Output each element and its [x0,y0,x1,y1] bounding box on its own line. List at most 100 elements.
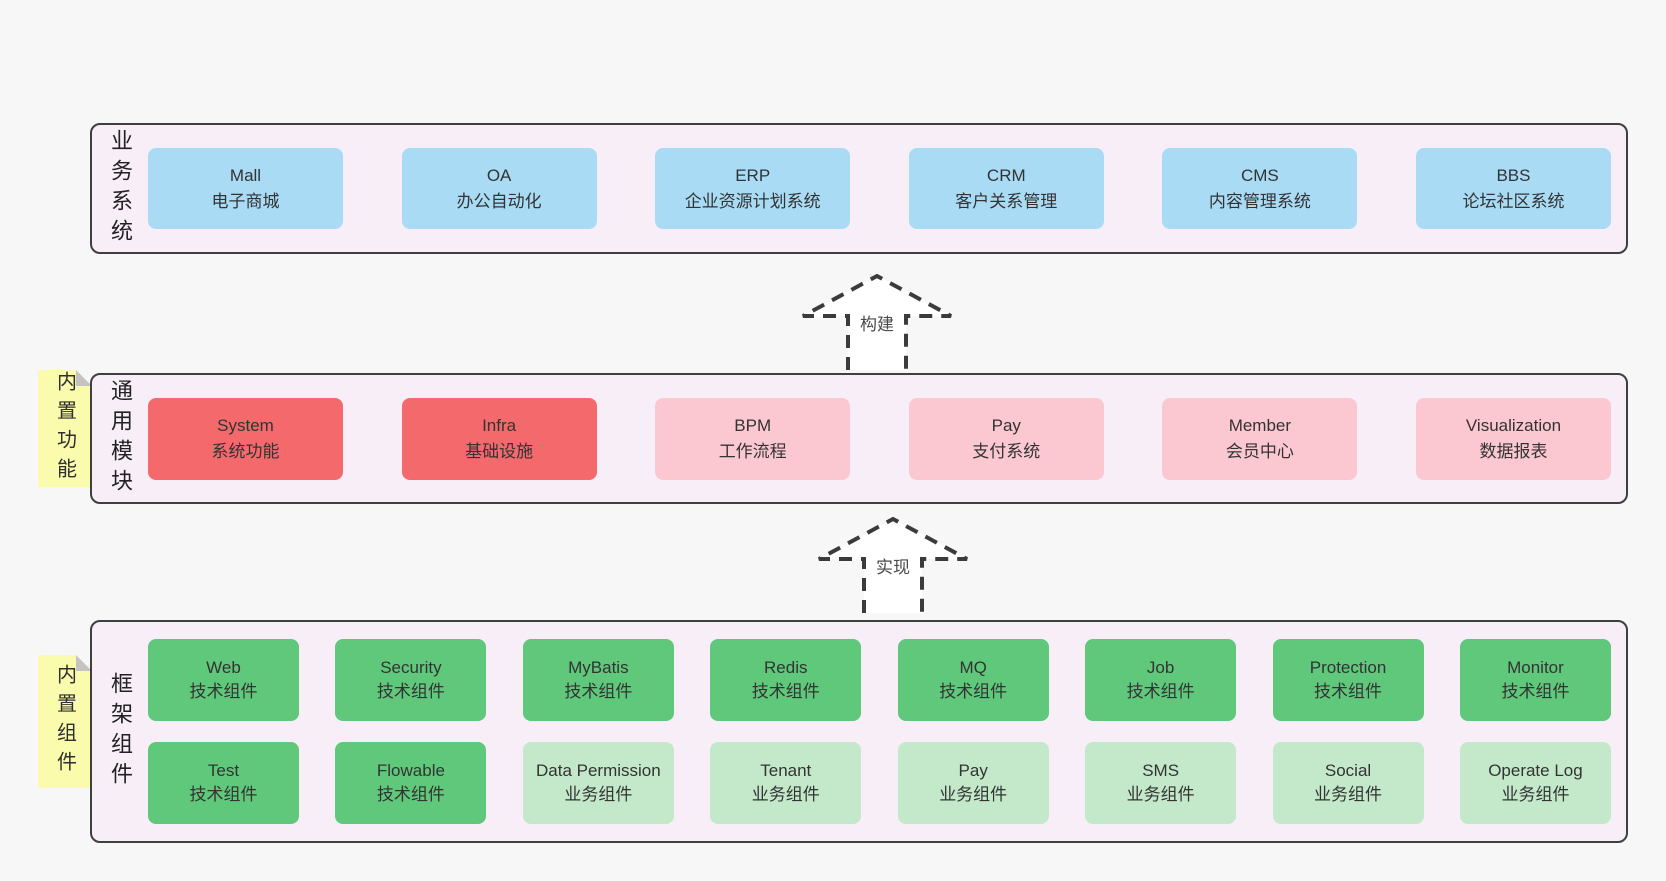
box-title: Web [206,658,241,677]
box-mall: Mall 电子商城 [148,148,343,229]
box-monitor: Monitor 技术组件 [1459,639,1611,721]
box-title: MQ [959,658,987,677]
box-title: Flowable [376,761,445,780]
box-subtitle: 技术组件 [376,682,445,701]
box-title: Security [380,658,442,677]
box-redis: Redis 技术组件 [710,639,862,721]
box-subtitle: 技术组件 [1314,682,1383,701]
business-boxes-row: Mall 电子商城 OA 办公自动化 ERP 企业资源计划系统 CRM 客户关系… [148,125,1626,252]
box-title: BBS [1496,165,1531,185]
box-erp: ERP 企业资源计划系统 [655,148,851,229]
common-modules-layer: 通用模块 System 系统功能 Infra 基础设施 BPM 工作流程 Pay… [90,373,1628,504]
box-bpm: BPM 工作流程 [655,397,851,480]
box-subtitle: 论坛社区系统 [1462,191,1565,211]
box-sms: SMS 业务组件 [1085,742,1237,824]
box-infra: Infra 基础设施 [401,397,597,480]
box-subtitle: 数据报表 [1479,441,1548,461]
box-bbs: BBS 论坛社区系统 [1415,148,1611,229]
box-subtitle: 支付系统 [972,441,1041,461]
box-title: Monitor [1507,658,1564,677]
box-protection: Protection 技术组件 [1272,639,1424,721]
box-test: Test 技术组件 [148,742,299,824]
box-subtitle: 会员中心 [1225,441,1294,461]
box-title: Visualization [1465,415,1562,435]
build-arrow-label: 构建 [857,314,897,336]
box-title: Member [1228,415,1292,435]
box-subtitle: 工作流程 [718,441,787,461]
box-subtitle: 办公自动化 [456,191,542,211]
box-subtitle: 技术组件 [189,785,258,804]
box-oa: OA 办公自动化 [401,148,597,229]
box-subtitle: 技术组件 [939,682,1008,701]
layer-title-text: 业务系统 [108,128,133,249]
box-security: Security 技术组件 [335,639,487,721]
box-subtitle: 业务组件 [1126,785,1195,804]
box-subtitle: 内容管理系统 [1208,191,1311,211]
box-mq: MQ 技术组件 [897,639,1049,721]
layer-title-text: 通用模块 [108,378,133,499]
box-title: Data Permission [535,761,661,780]
box-title: ERP [735,165,771,185]
box-crm: CRM 客户关系管理 [908,148,1104,229]
box-web: Web 技术组件 [148,639,299,721]
box-subtitle: 技术组件 [1501,682,1570,701]
box-social: Social 业务组件 [1272,742,1424,824]
box-cms: CMS 内容管理系统 [1162,148,1358,229]
box-title: CRM [986,165,1026,185]
box-title: SMS [1142,761,1180,780]
sticky-label: 内置组件 [53,663,76,780]
module-boxes-row: System 系统功能 Infra 基础设施 BPM 工作流程 Pay 支付系统… [148,375,1626,502]
box-title: CMS [1240,165,1279,185]
box-visualization: Visualization 数据报表 [1415,397,1611,480]
layer-title-components: 框架组件 [92,622,148,841]
box-mybatis: MyBatis 技术组件 [522,639,674,721]
box-title: OA [486,165,512,185]
box-operate-log: Operate Log 业务组件 [1459,742,1611,824]
box-subtitle: 企业资源计划系统 [684,191,821,211]
box-title: Mall [229,165,262,185]
box-subtitle: 技术组件 [1126,682,1195,701]
business-systems-layer: 业务系统 Mall 电子商城 OA 办公自动化 ERP 企业资源计划系统 CRM… [90,123,1628,254]
box-subtitle: 技术组件 [189,682,258,701]
box-flowable: Flowable 技术组件 [335,742,487,824]
box-system: System 系统功能 [148,397,343,480]
sticky-label: 内置功能 [53,370,76,487]
layer-title-modules: 通用模块 [92,375,148,502]
box-subtitle: 技术组件 [564,682,633,701]
framework-components-layer: 框架组件 Web 技术组件 Security 技术组件 MyBatis 技术组件… [90,620,1628,843]
layer-title-text: 框架组件 [108,671,133,792]
component-rows: Web 技术组件 Security 技术组件 MyBatis 技术组件 Redi… [148,622,1626,841]
layer-title-business: 业务系统 [92,125,148,252]
box-title: Pay [991,415,1021,435]
box-title: Tenant [760,761,812,780]
box-subtitle: 技术组件 [751,682,820,701]
sticky-note-built-in-components: 内置组件 [38,655,92,788]
box-title: Protection [1309,658,1387,677]
box-subtitle: 业务组件 [564,785,633,804]
box-job: Job 技术组件 [1085,639,1237,721]
box-subtitle: 业务组件 [751,785,820,804]
box-title: Operate Log [1488,761,1583,780]
box-title: Pay [958,761,988,780]
box-title: BPM [734,415,772,435]
component-boxes-row-2: Test 技术组件 Flowable 技术组件 Data Permission … [148,742,1611,824]
box-pay-system: Pay 支付系统 [908,397,1104,480]
box-subtitle: 电子商城 [211,191,280,211]
box-title: Redis [764,658,808,677]
box-subtitle: 客户关系管理 [955,191,1058,211]
box-subtitle: 业务组件 [939,785,1008,804]
box-subtitle: 基础设施 [465,441,534,461]
box-title: Infra [482,415,517,435]
sticky-note-built-in-features: 内置功能 [38,370,92,487]
box-title: Social [1324,761,1372,780]
box-data-permission: Data Permission 业务组件 [522,742,674,824]
box-subtitle: 技术组件 [376,785,445,804]
component-boxes-row-1: Web 技术组件 Security 技术组件 MyBatis 技术组件 Redi… [148,639,1611,721]
box-title: Job [1146,658,1175,677]
box-title: MyBatis [568,658,629,677]
box-subtitle: 业务组件 [1314,785,1383,804]
box-tenant: Tenant 业务组件 [710,742,862,824]
box-member: Member 会员中心 [1162,397,1358,480]
box-title: Test [207,761,240,780]
box-title: System [217,415,274,435]
